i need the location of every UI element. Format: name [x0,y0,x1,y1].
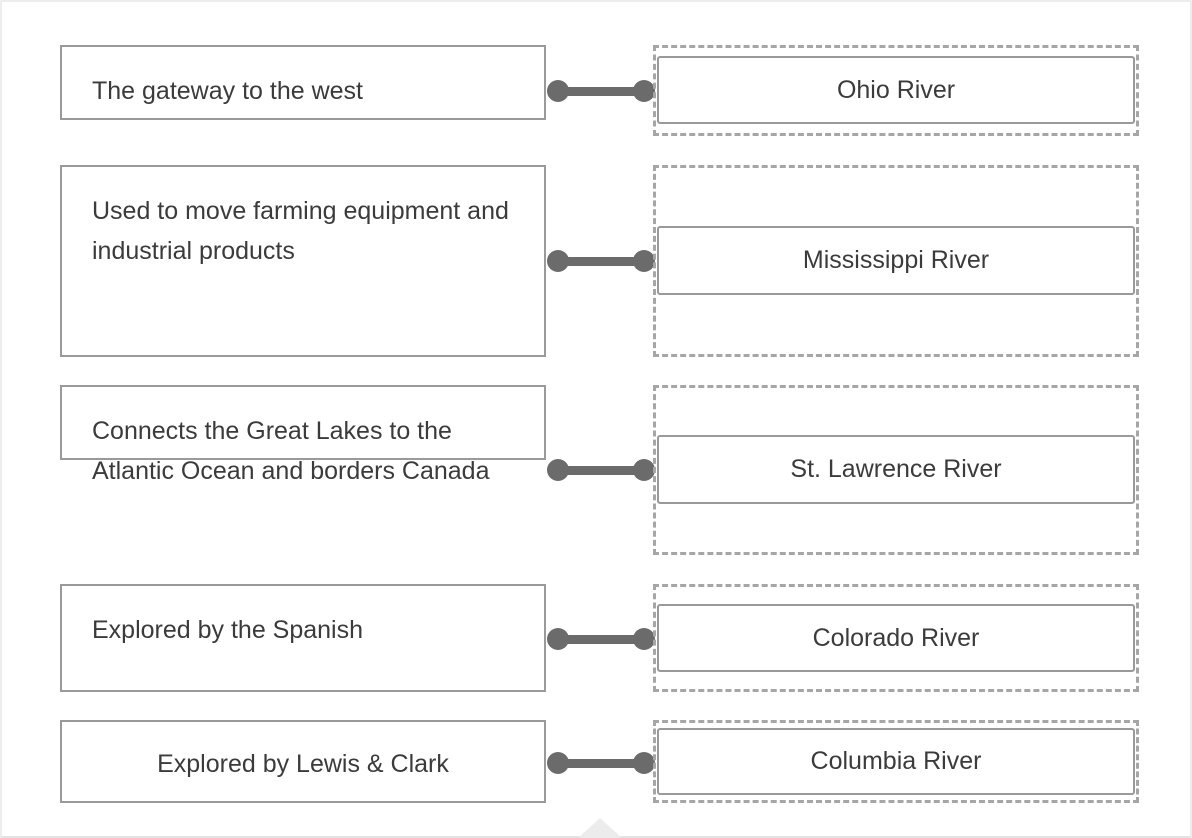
answer-tile[interactable]: Mississippi River [657,226,1135,295]
answer-tile[interactable]: Columbia River [657,728,1135,795]
prompt-text: Explored by Lewis & Clark [157,750,449,778]
answer-tile[interactable]: Colorado River [657,604,1135,672]
connector-end-dot [633,80,655,102]
connector-start-dot [547,752,569,774]
connector-bar [556,87,646,96]
prompt-box: Explored by the Spanish [60,584,546,692]
prompt-text: Used to move farming equipment and indus… [92,197,509,265]
connector [547,250,655,274]
connector-bar [556,759,646,768]
drop-zone[interactable] [653,45,1139,136]
prompt-box: Connects the Great Lakes to the Atlantic… [60,385,546,485]
drop-zone[interactable] [653,720,1139,803]
connector-start-dot [547,250,569,272]
connector [547,752,655,776]
prompt-box: Explored by Lewis & Clark [60,720,546,803]
connector-start-dot [547,459,569,481]
connector-end-dot [633,628,655,650]
drop-zone[interactable] [653,165,1139,357]
prompt-text: Connects the Great Lakes to the Atlantic… [92,417,490,485]
connector-bar [556,635,646,644]
answer-label: Colorado River [812,623,980,652]
answer-label: Ohio River [836,75,956,104]
connector-start-dot [547,628,569,650]
connector-bar [556,466,646,475]
answer-label: Columbia River [810,747,982,775]
prompt-box: The gateway to the west [60,45,546,120]
drop-zone[interactable] [653,584,1139,692]
connector-start-dot [547,80,569,102]
prompt-text: The gateway to the west [92,77,363,105]
connector-bar [556,257,646,266]
connector-end-dot [633,752,655,774]
connector-end-dot [633,250,655,272]
prompt-text: Explored by the Spanish [92,616,364,644]
answer-tile[interactable]: St. Lawrence River [657,435,1135,504]
drop-zone[interactable] [653,385,1139,555]
answer-label: Mississippi River [802,246,990,274]
prompt-box: Used to move farming equipment and indus… [60,165,546,357]
answer-label: St. Lawrence River [790,455,1002,483]
connector-end-dot [633,459,655,481]
connector [547,80,655,104]
connector [547,459,655,483]
answer-tile[interactable]: Ohio River [657,56,1135,124]
connector [547,628,655,652]
pointer-notch [578,818,622,838]
